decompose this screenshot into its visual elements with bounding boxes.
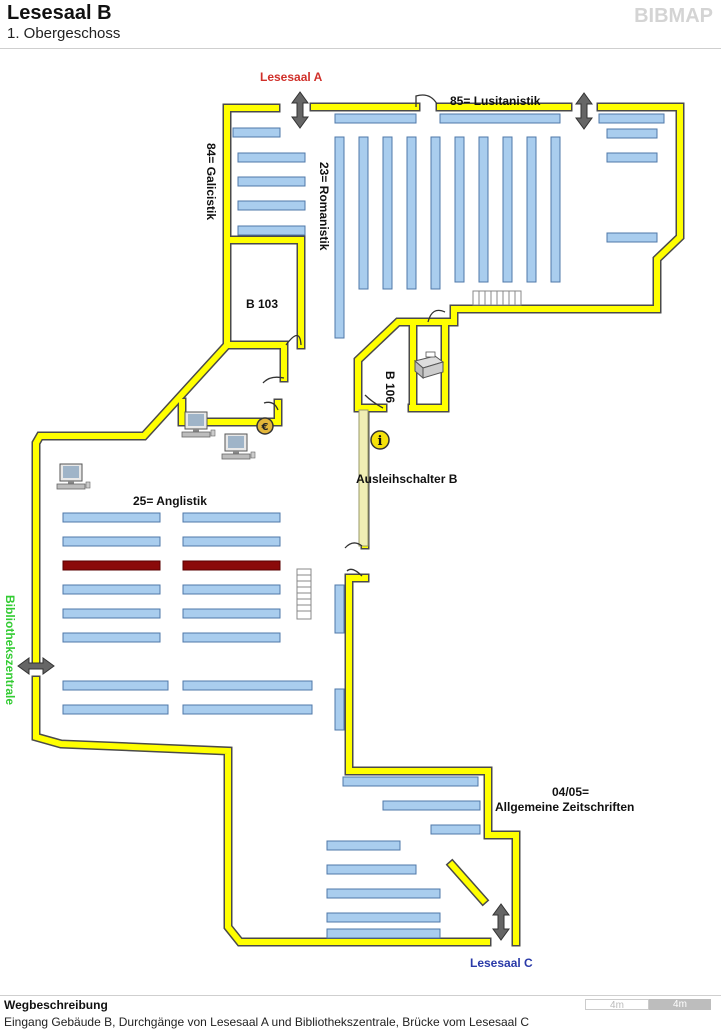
scale-right: 4m (649, 999, 711, 1010)
label-room-b103: B 103 (246, 297, 279, 311)
scale-left: 4m (585, 999, 649, 1011)
label-ausleihschalter: Ausleihschalter B (356, 472, 458, 486)
directions-title: Wegbeschreibung (4, 998, 108, 1012)
shelves (62, 113, 665, 939)
directions-text: Eingang Gebäude B, Durchgänge von Lesesa… (4, 1015, 529, 1029)
passage-arrow-top-right[interactable] (575, 92, 593, 130)
printer-icon (413, 351, 445, 380)
passage-arrow-lesesaal-a[interactable] (291, 91, 309, 129)
floor-subtitle: 1. Obergeschoss (7, 25, 121, 42)
svg-text:€: € (261, 422, 269, 433)
scale-bar: 4m 4m (585, 999, 711, 1011)
label-anglistik: 25= Anglistik (133, 494, 207, 508)
info-icon[interactable]: i (370, 430, 390, 450)
label-room-b106: B 106 (383, 371, 397, 404)
label-galicistik: 84= Galicistik (204, 143, 218, 221)
label-bibliothekszentrale[interactable]: Bibliothekszentrale (3, 595, 17, 706)
svg-text:i: i (378, 434, 383, 449)
walls (31, 102, 685, 947)
service-counter (358, 409, 369, 547)
label-lesesaal-a[interactable]: Lesesaal A (260, 70, 323, 84)
door-swings (262, 94, 446, 577)
label-lesesaal-c[interactable]: Lesesaal C (470, 956, 533, 970)
stairs-left (296, 568, 312, 620)
page-title: Lesesaal B (7, 2, 112, 24)
highlighted-shelves (62, 560, 281, 571)
passage-arrow-lesesaal-c[interactable] (492, 903, 510, 941)
label-zeitschriften-code: 04/05= (552, 785, 590, 799)
computer-icon (221, 433, 256, 460)
bibmap-logo: BIBMAP (634, 5, 713, 27)
stairs-top (472, 290, 522, 306)
label-romanistik: 23= Romanistik (317, 162, 331, 251)
label-lusitanistik: 85= Lusitanistik (450, 94, 541, 108)
page-header: Lesesaal B 1. Obergeschoss BIBMAP (0, 0, 721, 49)
floor-plan-map: i € (17, 91, 685, 947)
euro-payment-icon[interactable]: € (256, 417, 274, 435)
label-zeitschriften: Allgemeine Zeitschriften (495, 800, 635, 814)
directions-footer: Wegbeschreibung Eingang Gebäude B, Durch… (0, 995, 721, 1036)
computer-icon (56, 463, 91, 490)
